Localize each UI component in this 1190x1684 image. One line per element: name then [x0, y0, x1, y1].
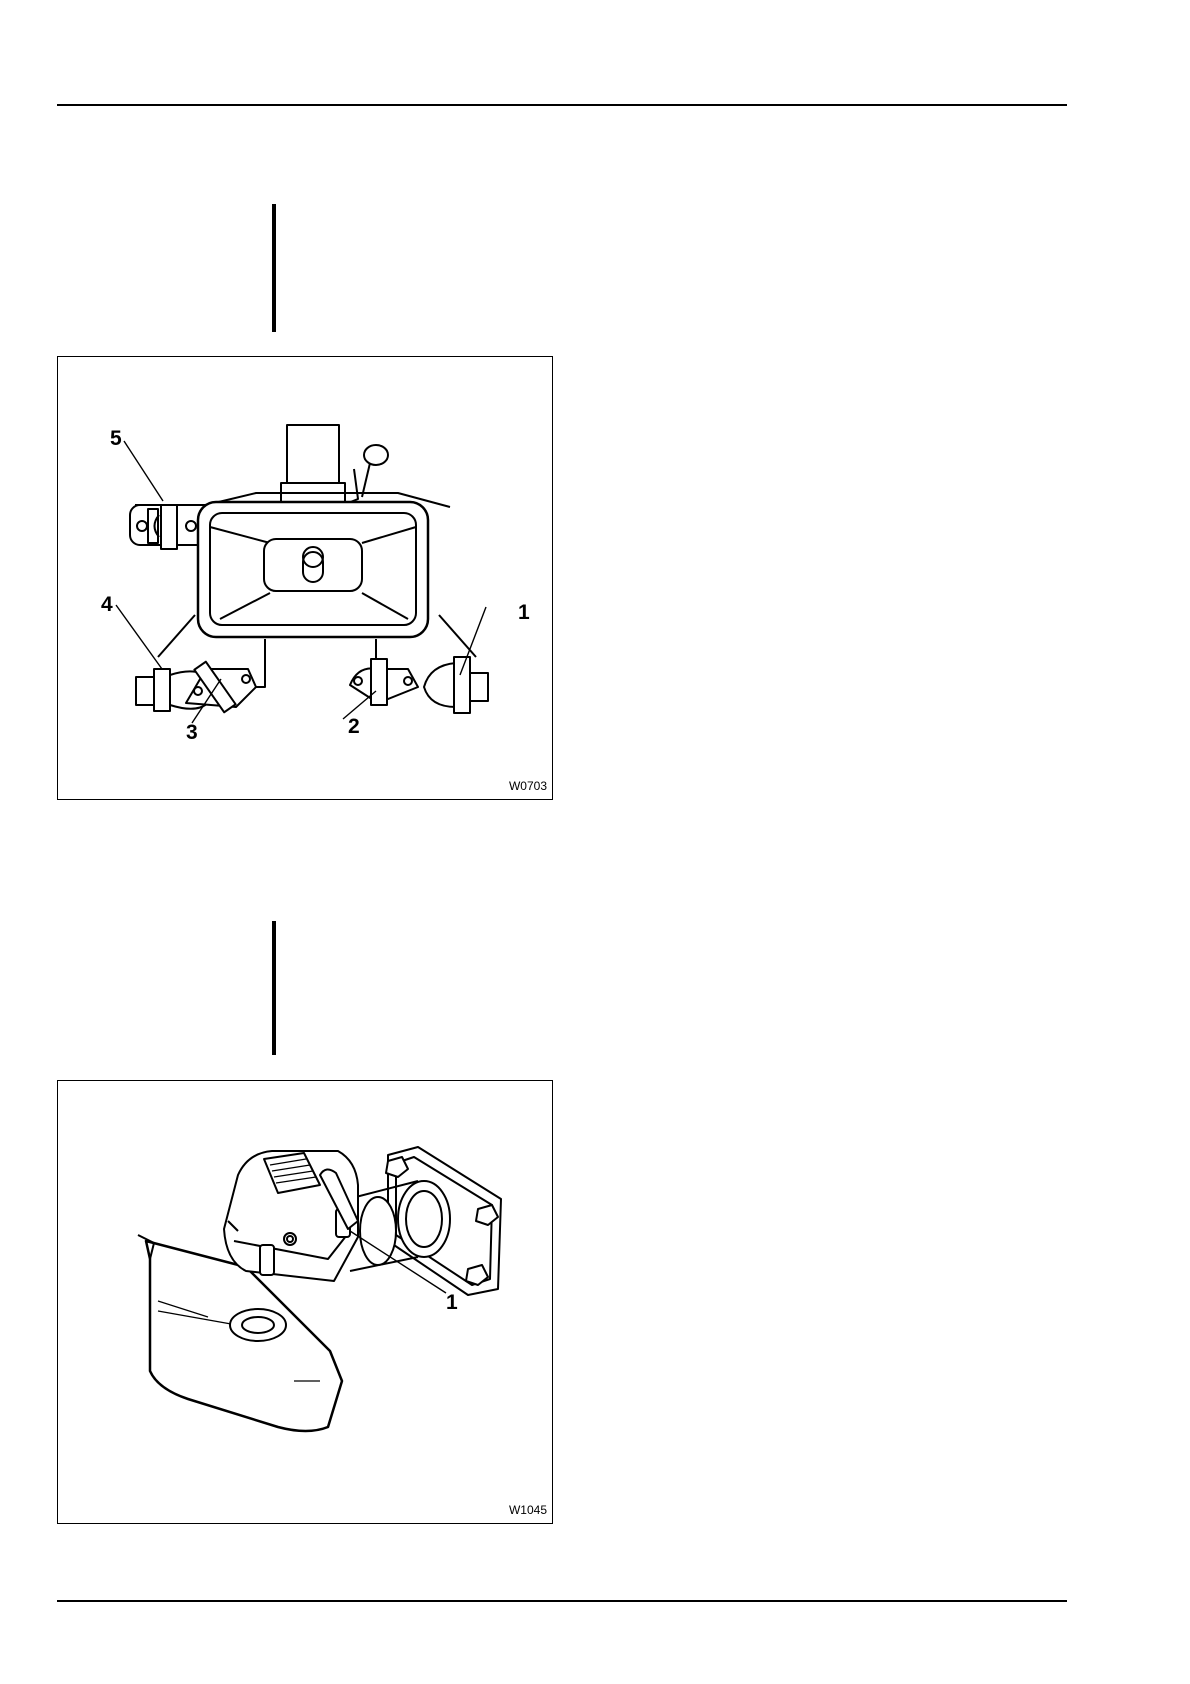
change-bar [272, 204, 276, 332]
callout-1: 1 [518, 601, 530, 625]
figure-coupling-sockets: 5 4 3 2 1 W0703 [57, 356, 553, 800]
footer-rule [57, 1600, 1067, 1602]
callout-2: 2 [348, 715, 360, 739]
callout-5: 5 [110, 427, 122, 451]
change-bar [272, 921, 276, 1055]
callout-3: 3 [186, 721, 198, 745]
callout-1: 1 [446, 1291, 458, 1315]
callout-4: 4 [101, 593, 113, 617]
figure-code: W0703 [509, 779, 547, 793]
coupling-perspective-illustration [58, 1081, 552, 1523]
header-rule [57, 104, 1067, 106]
figure-code: W1045 [509, 1503, 547, 1517]
coupling-sockets-illustration [58, 357, 552, 799]
figure-coupling-perspective: 1 W1045 [57, 1080, 553, 1524]
